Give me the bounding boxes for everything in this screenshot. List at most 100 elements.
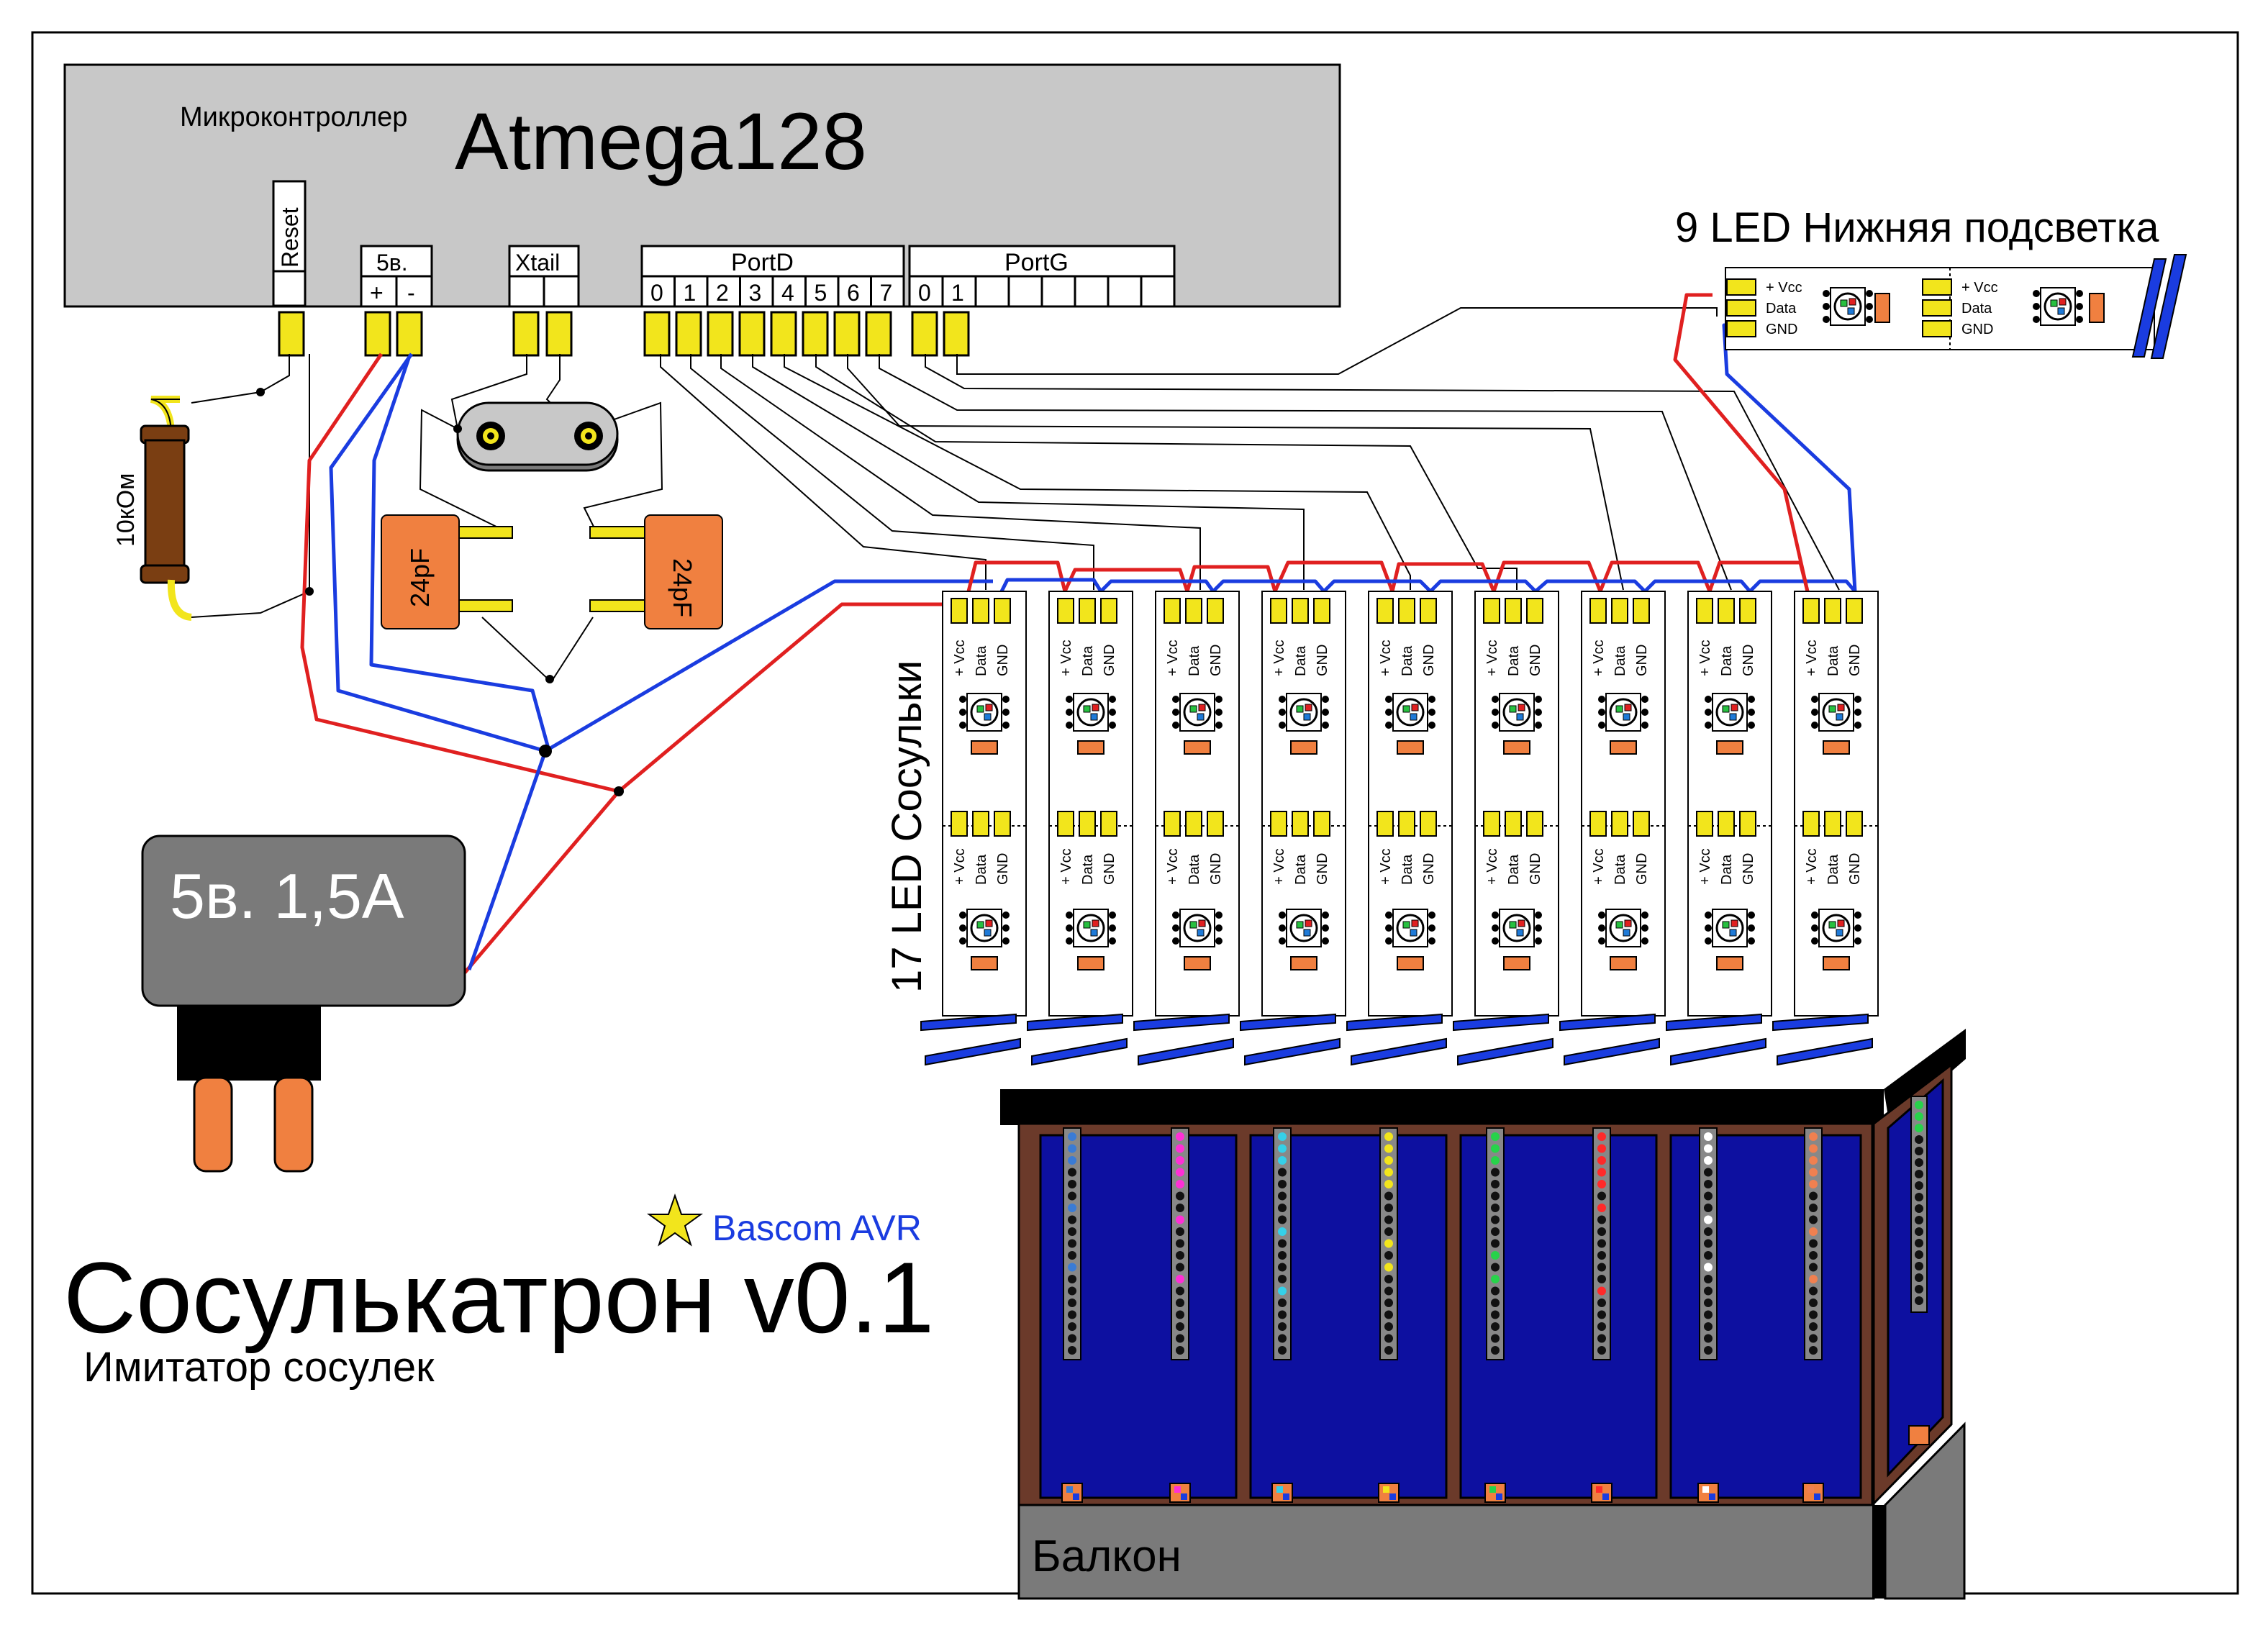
pin-connector — [911, 311, 938, 357]
bottom-strip-pin-label: Data — [1961, 301, 1992, 317]
icicle-pin-label: Data — [1293, 645, 1309, 676]
mcu-caption: Микроконтроллер — [180, 102, 407, 132]
icicle-pin-label: GND — [1634, 645, 1650, 676]
icicle-pin-label: GND — [1634, 853, 1650, 885]
mcu-name: Atmega128 — [455, 96, 867, 186]
icicle-pin-label: GND — [1741, 853, 1756, 885]
pin-connector — [833, 311, 861, 357]
icicle-pin-label: + Vcc — [952, 848, 968, 885]
pin-connector — [738, 311, 766, 357]
icicle-pin-label: GND — [995, 645, 1011, 676]
icicle-pin-label: GND — [1208, 645, 1224, 676]
bottom-strip-title: 9 LED Нижняя подсветка — [1675, 204, 2159, 251]
icicle-pin-label: GND — [1847, 853, 1863, 885]
icicle-pin-label: + Vcc — [1697, 848, 1713, 885]
portd-pin-7: 7 — [880, 280, 893, 306]
icicle-pin-label: + Vcc — [1697, 640, 1713, 676]
power-supply-label: 5в. 1,5А — [170, 860, 404, 932]
portd-pin-2: 2 — [716, 280, 729, 306]
bottom-strip-pin-label: Data — [1766, 301, 1797, 317]
mcu-block: Микроконтроллер Atmega128 Reset 5в. + - … — [63, 63, 1341, 308]
portg-pin-0: 0 — [918, 280, 931, 306]
icicle-pin-label: Data — [974, 645, 989, 676]
bottom-strip-pin-label: + Vcc — [1766, 280, 1802, 296]
icicle-pin-label: Data — [1187, 854, 1202, 885]
resistor: 10кОм — [112, 396, 192, 621]
portd-label: PortD — [731, 249, 794, 276]
icicle-pin-label: GND — [1315, 853, 1330, 885]
icicle-pin-label: + Vcc — [1058, 640, 1074, 676]
pin-connector — [675, 311, 702, 357]
pin-connector — [643, 311, 671, 357]
balcony-icicle — [1271, 1127, 1293, 1503]
icicle-pin-label: Data — [1506, 854, 1522, 885]
pin-connector — [802, 311, 829, 357]
junction-dot — [539, 745, 552, 758]
icicle-pin-label: + Vcc — [1165, 848, 1181, 885]
icicle-pin-label: GND — [1102, 853, 1117, 885]
icicle-pin-label: GND — [1528, 853, 1543, 885]
power-label: 5в. — [376, 250, 408, 276]
bottom-strip-pin-label: GND — [1961, 322, 1993, 337]
star-icon — [646, 1193, 704, 1247]
balcony-icicle — [1591, 1127, 1612, 1503]
icicle-pin-label: GND — [1528, 645, 1543, 676]
balcony-icicle — [1484, 1127, 1506, 1503]
pin-connector — [396, 311, 423, 357]
pin-connector — [865, 311, 892, 357]
balcony-icicle — [1169, 1127, 1191, 1503]
icicle-pin-label: + Vcc — [1271, 640, 1287, 676]
icicle-pin-label: Data — [1612, 854, 1628, 885]
pin-connector — [943, 311, 970, 357]
junction-dot — [453, 424, 462, 433]
icicle-pin-label: + Vcc — [1591, 640, 1607, 676]
plus-label: + — [370, 280, 384, 306]
portg-label: PortG — [1004, 249, 1069, 276]
project-info: Bascom AVR Сосулькатрон v0.1 Имитатор со… — [63, 1193, 934, 1391]
balcony-icicle — [1802, 1127, 1824, 1503]
icicle-pin-label: + Vcc — [1804, 848, 1820, 885]
xtal-label: Xtail — [515, 250, 560, 276]
icicle-pin-label: Data — [1080, 645, 1096, 676]
icicle-pin-label: + Vcc — [1378, 640, 1394, 676]
reset-label: Reset — [277, 207, 303, 268]
icicle-pin-label: + Vcc — [1804, 640, 1820, 676]
junction-dot — [545, 675, 554, 683]
capacitor-1: 24pF — [381, 514, 513, 629]
icicle-pin-label: Data — [1719, 854, 1735, 885]
icicle-pin-label: GND — [1208, 853, 1224, 885]
capacitor-2-label: 24pF — [668, 558, 697, 617]
icicle-pin-label: Data — [1825, 854, 1841, 885]
portd-pin-4: 4 — [781, 280, 794, 306]
resistor-label: 10кОм — [112, 473, 140, 547]
icicles-title: 17 LED Сосульки — [884, 660, 930, 993]
portd-pin-1: 1 — [684, 280, 697, 306]
icicle-pin-label: Data — [1612, 645, 1628, 676]
project-tool: Bascom AVR — [712, 1208, 922, 1248]
balcony-label: Балкон — [1032, 1532, 1181, 1581]
pin-connector — [512, 311, 540, 357]
pin-connector — [278, 311, 305, 357]
icicle-pin-label: + Vcc — [952, 640, 968, 676]
pin-connector — [545, 311, 573, 357]
project-title: Сосулькатрон v0.1 — [63, 1241, 934, 1354]
pin-connector — [707, 311, 734, 357]
icicle-pin-label: + Vcc — [1484, 848, 1500, 885]
pin-connector — [770, 311, 797, 357]
icicle-pin-label: Data — [1719, 645, 1735, 676]
icicle-pin-label: + Vcc — [1165, 640, 1181, 676]
icicle-pin-label: Data — [1293, 854, 1309, 885]
crystal — [456, 401, 619, 472]
bottom-strip-pin-label: + Vcc — [1961, 280, 1998, 296]
capacitor-1-label: 24pF — [405, 548, 435, 607]
balcony-icicle — [1908, 1096, 1930, 1445]
icicle-pin-label: Data — [1080, 854, 1096, 885]
